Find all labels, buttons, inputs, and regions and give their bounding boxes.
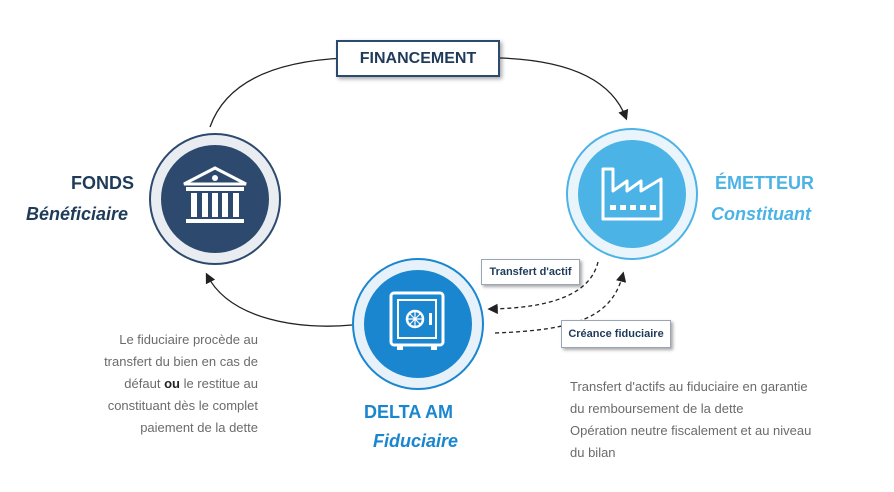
creance-fiduciaire-label: Créance fiduciaire	[568, 328, 664, 340]
fonds-title: FONDS	[71, 173, 134, 193]
note-left: Le fiduciaire procède au transfert du bi…	[80, 329, 258, 439]
delta-subtitle: Fiduciaire	[373, 431, 459, 451]
safe-icon	[385, 289, 451, 360]
delta-node	[352, 258, 484, 390]
arrow-creance	[494, 271, 627, 334]
emetteur-node	[566, 128, 698, 260]
factory-icon	[597, 161, 667, 228]
creance-fiduciaire-tag: Créance fiduciaire	[561, 320, 671, 348]
arrow-to-fonds	[205, 272, 353, 327]
arrow-financement-right	[499, 57, 629, 121]
note-right: Transfert d'actifs au fiduciaire en gara…	[570, 376, 870, 464]
arrow-financement	[209, 57, 346, 128]
transfert-actif-tag: Transfert d'actif	[481, 259, 580, 285]
delta-title: DELTA AM	[364, 402, 453, 422]
arrow-transfert-actif	[487, 261, 599, 315]
note-right-line: du remboursement de la dette	[570, 401, 744, 416]
note-right-line: du bilan	[570, 445, 616, 460]
note-left-line: constituant dès le complet	[107, 398, 258, 413]
note-right-line: Opération neutre fiscalement et au nivea…	[570, 423, 812, 438]
bank-icon	[180, 165, 250, 233]
fonds-subtitle: Bénéficiaire	[26, 204, 129, 224]
note-left-line: transfert du bien en cas de	[104, 354, 258, 369]
note-right-line: Transfert d'actifs au fiduciaire en gara…	[570, 379, 808, 394]
note-left-line: défaut ou le restitue au	[124, 376, 258, 391]
financement-badge: FINANCEMENT	[336, 40, 500, 77]
emetteur-subtitle: Constituant	[711, 204, 811, 224]
fonds-node	[149, 133, 281, 265]
financement-label: FINANCEMENT	[359, 49, 477, 67]
note-left-line: paiement de la dette	[140, 420, 258, 435]
emetteur-title: ÉMETTEUR	[715, 173, 814, 193]
note-left-line: Le fiduciaire procède au	[119, 332, 258, 347]
transfert-actif-label: Transfert d'actif	[489, 266, 572, 278]
